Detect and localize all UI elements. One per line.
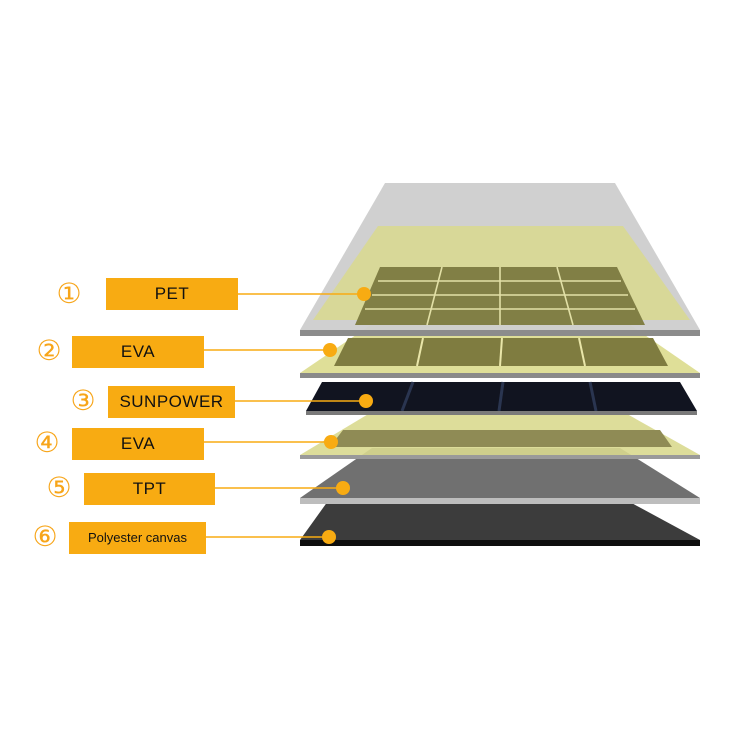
layer-label-polyester-canvas: Polyester canvas bbox=[69, 522, 206, 554]
pet-layer bbox=[300, 183, 700, 336]
connector-dot-5 bbox=[336, 481, 350, 495]
polyester-canvas-layer bbox=[300, 494, 700, 546]
layer-label-tpt: TPT bbox=[84, 473, 215, 505]
connector-dot-3 bbox=[359, 394, 373, 408]
layer-label-eva-lower: EVA bbox=[72, 428, 204, 460]
layer-number-5: ⑤ bbox=[46, 471, 72, 504]
layer-number-1: ① bbox=[56, 277, 82, 310]
connectors bbox=[204, 287, 373, 544]
connector-dot-4 bbox=[324, 435, 338, 449]
layer-number-3: ③ bbox=[70, 384, 96, 417]
layer-label-sunpower: SUNPOWER bbox=[108, 386, 235, 418]
connector-dot-1 bbox=[357, 287, 371, 301]
tpt-layer bbox=[300, 448, 700, 504]
layer-number-2: ② bbox=[36, 334, 62, 367]
layer-number-6: ⑥ bbox=[32, 520, 58, 553]
connector-dot-6 bbox=[322, 530, 336, 544]
connector-dot-2 bbox=[323, 343, 337, 357]
layer-label-eva-upper: EVA bbox=[72, 336, 204, 368]
cell-gaps bbox=[400, 381, 598, 412]
sunpower-cell-layer bbox=[306, 381, 697, 415]
layer-number-4: ④ bbox=[34, 426, 60, 459]
layer-label-pet: PET bbox=[106, 278, 238, 310]
eva-lower-layer bbox=[300, 410, 700, 459]
pet-cell-grid bbox=[365, 266, 635, 326]
